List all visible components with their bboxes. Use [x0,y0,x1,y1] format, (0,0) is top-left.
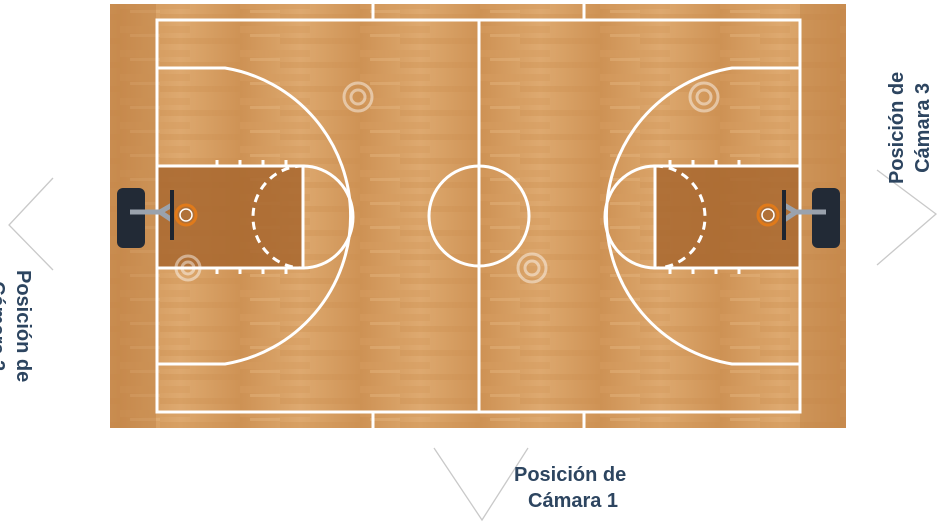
left-key-paint [157,166,303,268]
right-key [653,164,802,270]
right-basket [756,188,840,248]
camera-2-label-line1: Posición de [12,270,34,383]
camera-3-label: Posición de Cámara 3 [884,72,936,184]
camera-1-label-line2: Cámara 1 [528,490,619,512]
camera-1-label: Posición de Cámara 1 [514,462,674,514]
left-free-throw-arc [302,164,355,270]
camera-2-label-line2: Cámara 2 [0,281,8,371]
center-circle [427,164,531,268]
right-key-paint [655,166,800,268]
camera-1-label-line1: Posición de [514,464,627,486]
left-key [155,164,305,270]
watermark-logo [174,81,720,284]
right-free-throw-arc [603,164,656,270]
camera-2-label: Posición de Cámara 2 [0,270,36,382]
camera-2-view-cone [8,177,54,271]
camera-1-view-cone [433,447,529,522]
camera-3-label-line2: Cámara 3 [912,82,934,173]
left-basket [117,188,198,248]
camera-3-view-cone [876,169,938,266]
left-three-point-arc [157,66,353,366]
camera-3-label-line1: Posición de [886,71,908,184]
